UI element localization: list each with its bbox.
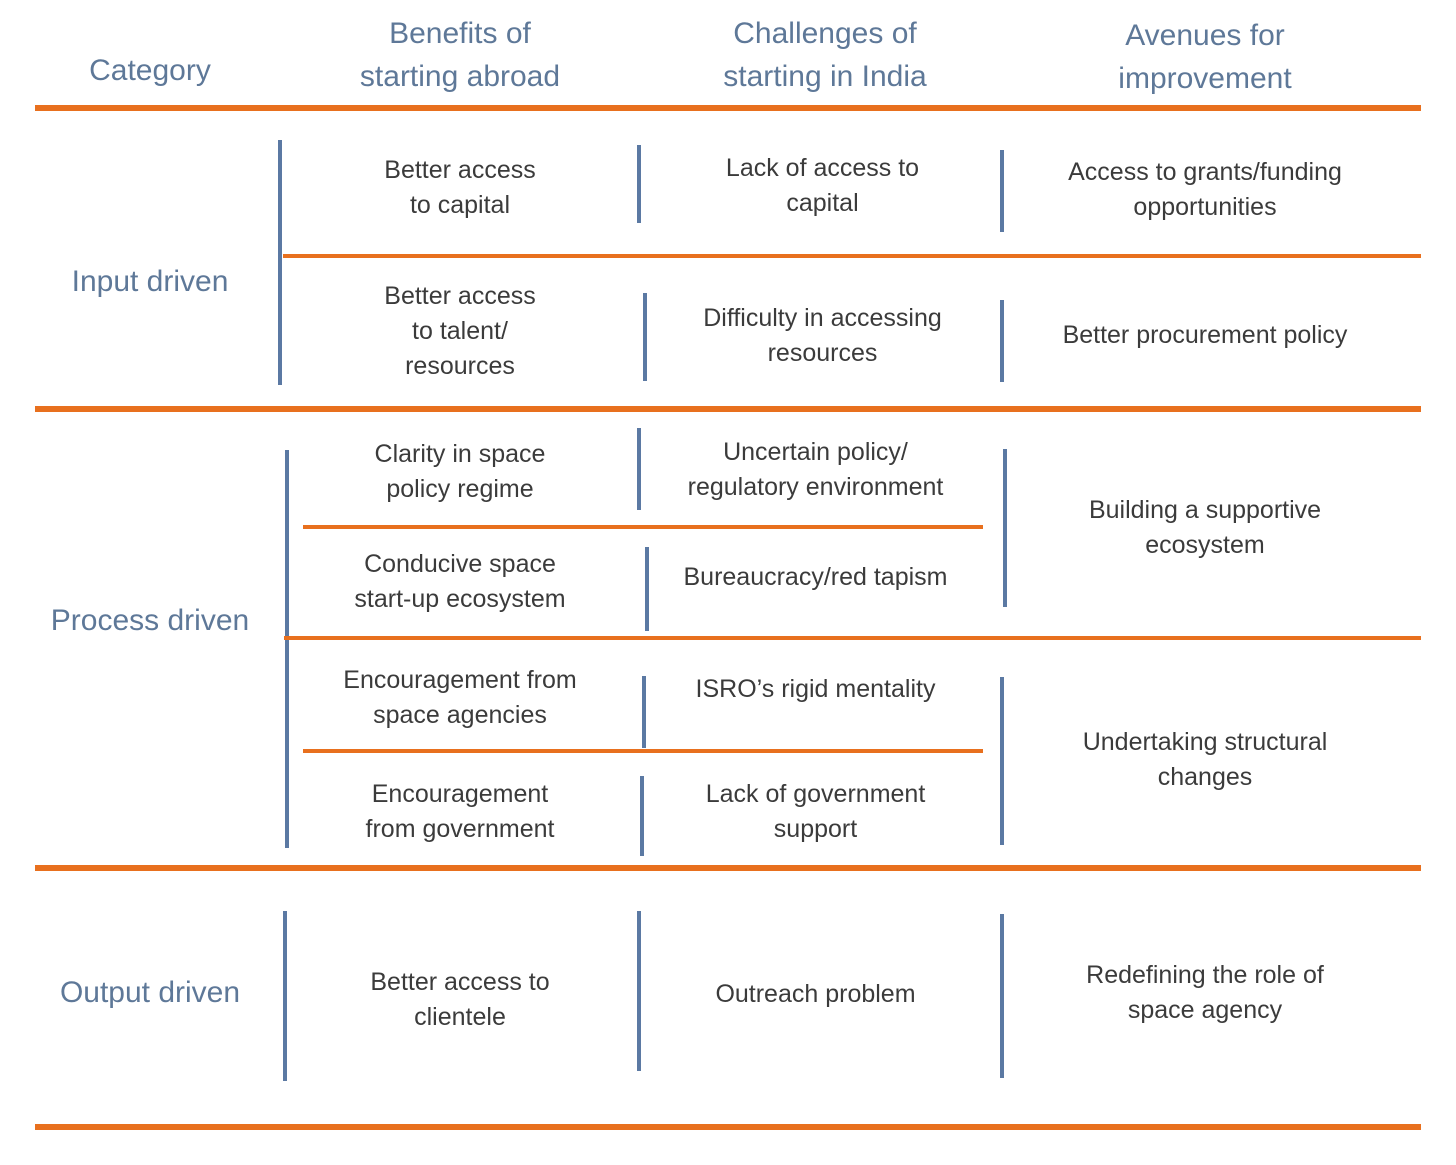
cell-input-2-benefit: Better access to talent/ resources bbox=[384, 281, 536, 380]
vline-output-benefit bbox=[283, 911, 287, 1081]
section-label-process: Process driven bbox=[50, 603, 250, 637]
cell-process-1-benefit: Clarity in space policy regime bbox=[374, 440, 546, 503]
header-category: Category bbox=[89, 53, 211, 87]
cell-output-1-challenge: Outreach problem bbox=[715, 979, 916, 1008]
cell-input-2-avenue: Better procurement policy bbox=[1062, 320, 1348, 349]
cell-process-3-benefit: Encouragement from space agencies bbox=[343, 666, 577, 729]
vline-process-avenue-1 bbox=[1003, 449, 1007, 607]
cell-process-4-benefit: Encouragement from government bbox=[365, 780, 555, 843]
vline-input-avenue-2 bbox=[1000, 300, 1004, 382]
vline-process-benefits bbox=[285, 450, 289, 848]
divider-process-rows-3-4 bbox=[303, 749, 983, 753]
vline-output-challenge bbox=[637, 911, 641, 1071]
cell-process-4-challenge: Lack of government support bbox=[705, 780, 926, 843]
header-benefits-abroad: Benefits of starting abroad bbox=[359, 17, 561, 93]
cell-input-1-challenge: Lack of access to capital bbox=[725, 154, 920, 217]
vline-input-avenue-1 bbox=[1000, 150, 1004, 232]
cell-output-1-avenue: Redefining the role of space agency bbox=[1086, 961, 1324, 1024]
divider-process-rows-2-3 bbox=[284, 636, 1421, 640]
divider-input-rows bbox=[283, 254, 1421, 258]
section-label-output: Output driven bbox=[59, 975, 241, 1009]
vline-process-challenge-3 bbox=[642, 676, 646, 748]
cell-process-avenue-2: Undertaking structural changes bbox=[1082, 728, 1328, 791]
vline-process-challenge-4 bbox=[640, 776, 644, 856]
vline-input-benefits bbox=[278, 140, 282, 385]
header-avenues-improvement: Avenues for improvement bbox=[1118, 19, 1292, 95]
rule-bottom bbox=[35, 1124, 1421, 1130]
cell-input-2-challenge: Difficulty in accessing resources bbox=[703, 304, 942, 367]
cell-process-1-challenge: Uncertain policy/ regulatory environment bbox=[687, 438, 944, 501]
vline-process-avenue-2 bbox=[1000, 677, 1004, 845]
vline-process-challenge-1 bbox=[637, 428, 641, 510]
vline-input-challenge-1 bbox=[637, 145, 641, 223]
divider-process-rows-1-2 bbox=[303, 525, 983, 529]
cell-process-3-challenge: ISRO’s rigid mentality bbox=[695, 674, 936, 703]
cell-input-1-avenue: Access to grants/funding opportunities bbox=[1068, 158, 1342, 221]
vline-process-challenge-2 bbox=[645, 547, 649, 631]
rule-process-output bbox=[35, 865, 1421, 871]
rule-input-process bbox=[35, 406, 1421, 412]
cell-process-2-challenge: Bureaucracy/red tapism bbox=[683, 562, 948, 591]
vline-input-challenge-2 bbox=[643, 293, 647, 381]
section-label-input: Input driven bbox=[71, 264, 229, 298]
vline-output-avenue bbox=[1000, 914, 1004, 1078]
cell-input-1-benefit: Better access to capital bbox=[384, 156, 536, 219]
cell-output-1-benefit: Better access to clientele bbox=[370, 968, 550, 1031]
rule-below-header bbox=[35, 105, 1421, 111]
cell-process-avenue-1: Building a supportive ecosystem bbox=[1088, 496, 1322, 559]
header-challenges-india: Challenges of starting in India bbox=[723, 17, 927, 93]
cell-process-2-benefit: Conducive space start-up ecosystem bbox=[354, 550, 566, 613]
